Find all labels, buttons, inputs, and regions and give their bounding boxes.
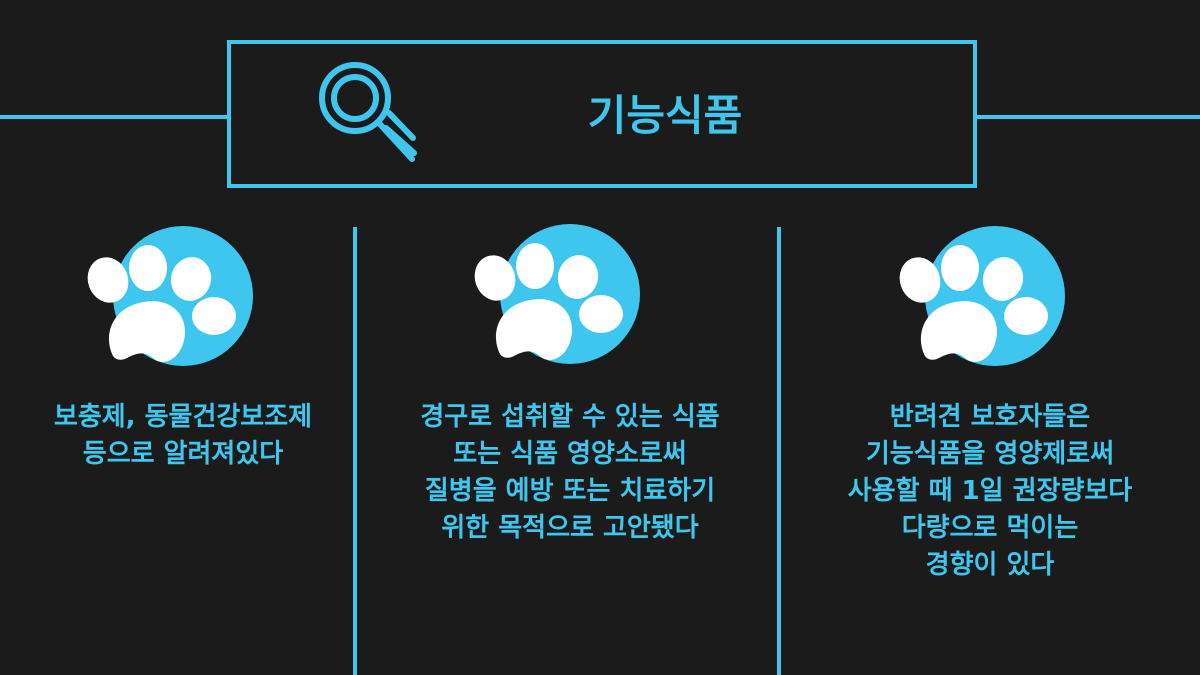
text-line: 등으로 알려져있다 <box>82 439 284 469</box>
page-title: 기능식품 <box>587 91 743 140</box>
paw-icon <box>899 226 1065 366</box>
column-3-text: 반려견 보호자들은 기능식품을 영양제로써 사용할 때 1일 권장량보다 다량으… <box>790 399 1190 584</box>
header-line-left <box>0 115 227 119</box>
paw-icon <box>474 224 640 364</box>
text-line: 경향이 있다 <box>925 550 1055 580</box>
column-2-text: 경구로 섭취할 수 있는 식품 또는 식품 영양소로써 질병을 예방 또는 치료… <box>370 399 770 547</box>
title-box <box>227 40 977 188</box>
text-line: 또는 식품 영양소로써 <box>453 439 687 469</box>
header-line-right <box>973 115 1200 119</box>
text-line: 반려견 보호자들은 <box>889 402 1091 432</box>
text-line: 질병을 예방 또는 치료하기 <box>424 476 716 506</box>
column-1-text: 보충제, 동물건강보조제 등으로 알려져있다 <box>0 399 383 473</box>
text-line: 사용할 때 1일 권장량보다 <box>847 476 1133 506</box>
text-line: 보충제, 동물건강보조제 <box>53 402 313 432</box>
text-line: 다량으로 먹이는 <box>901 513 1079 543</box>
column-divider <box>353 227 357 675</box>
search-icon <box>319 62 417 162</box>
text-line: 위한 목적으로 고안됐다 <box>441 513 699 543</box>
text-line: 경구로 섭취할 수 있는 식품 <box>420 402 720 432</box>
column-divider <box>777 227 781 675</box>
text-line: 기능식품을 영양제로써 <box>865 439 1115 469</box>
paw-icon <box>87 226 253 366</box>
